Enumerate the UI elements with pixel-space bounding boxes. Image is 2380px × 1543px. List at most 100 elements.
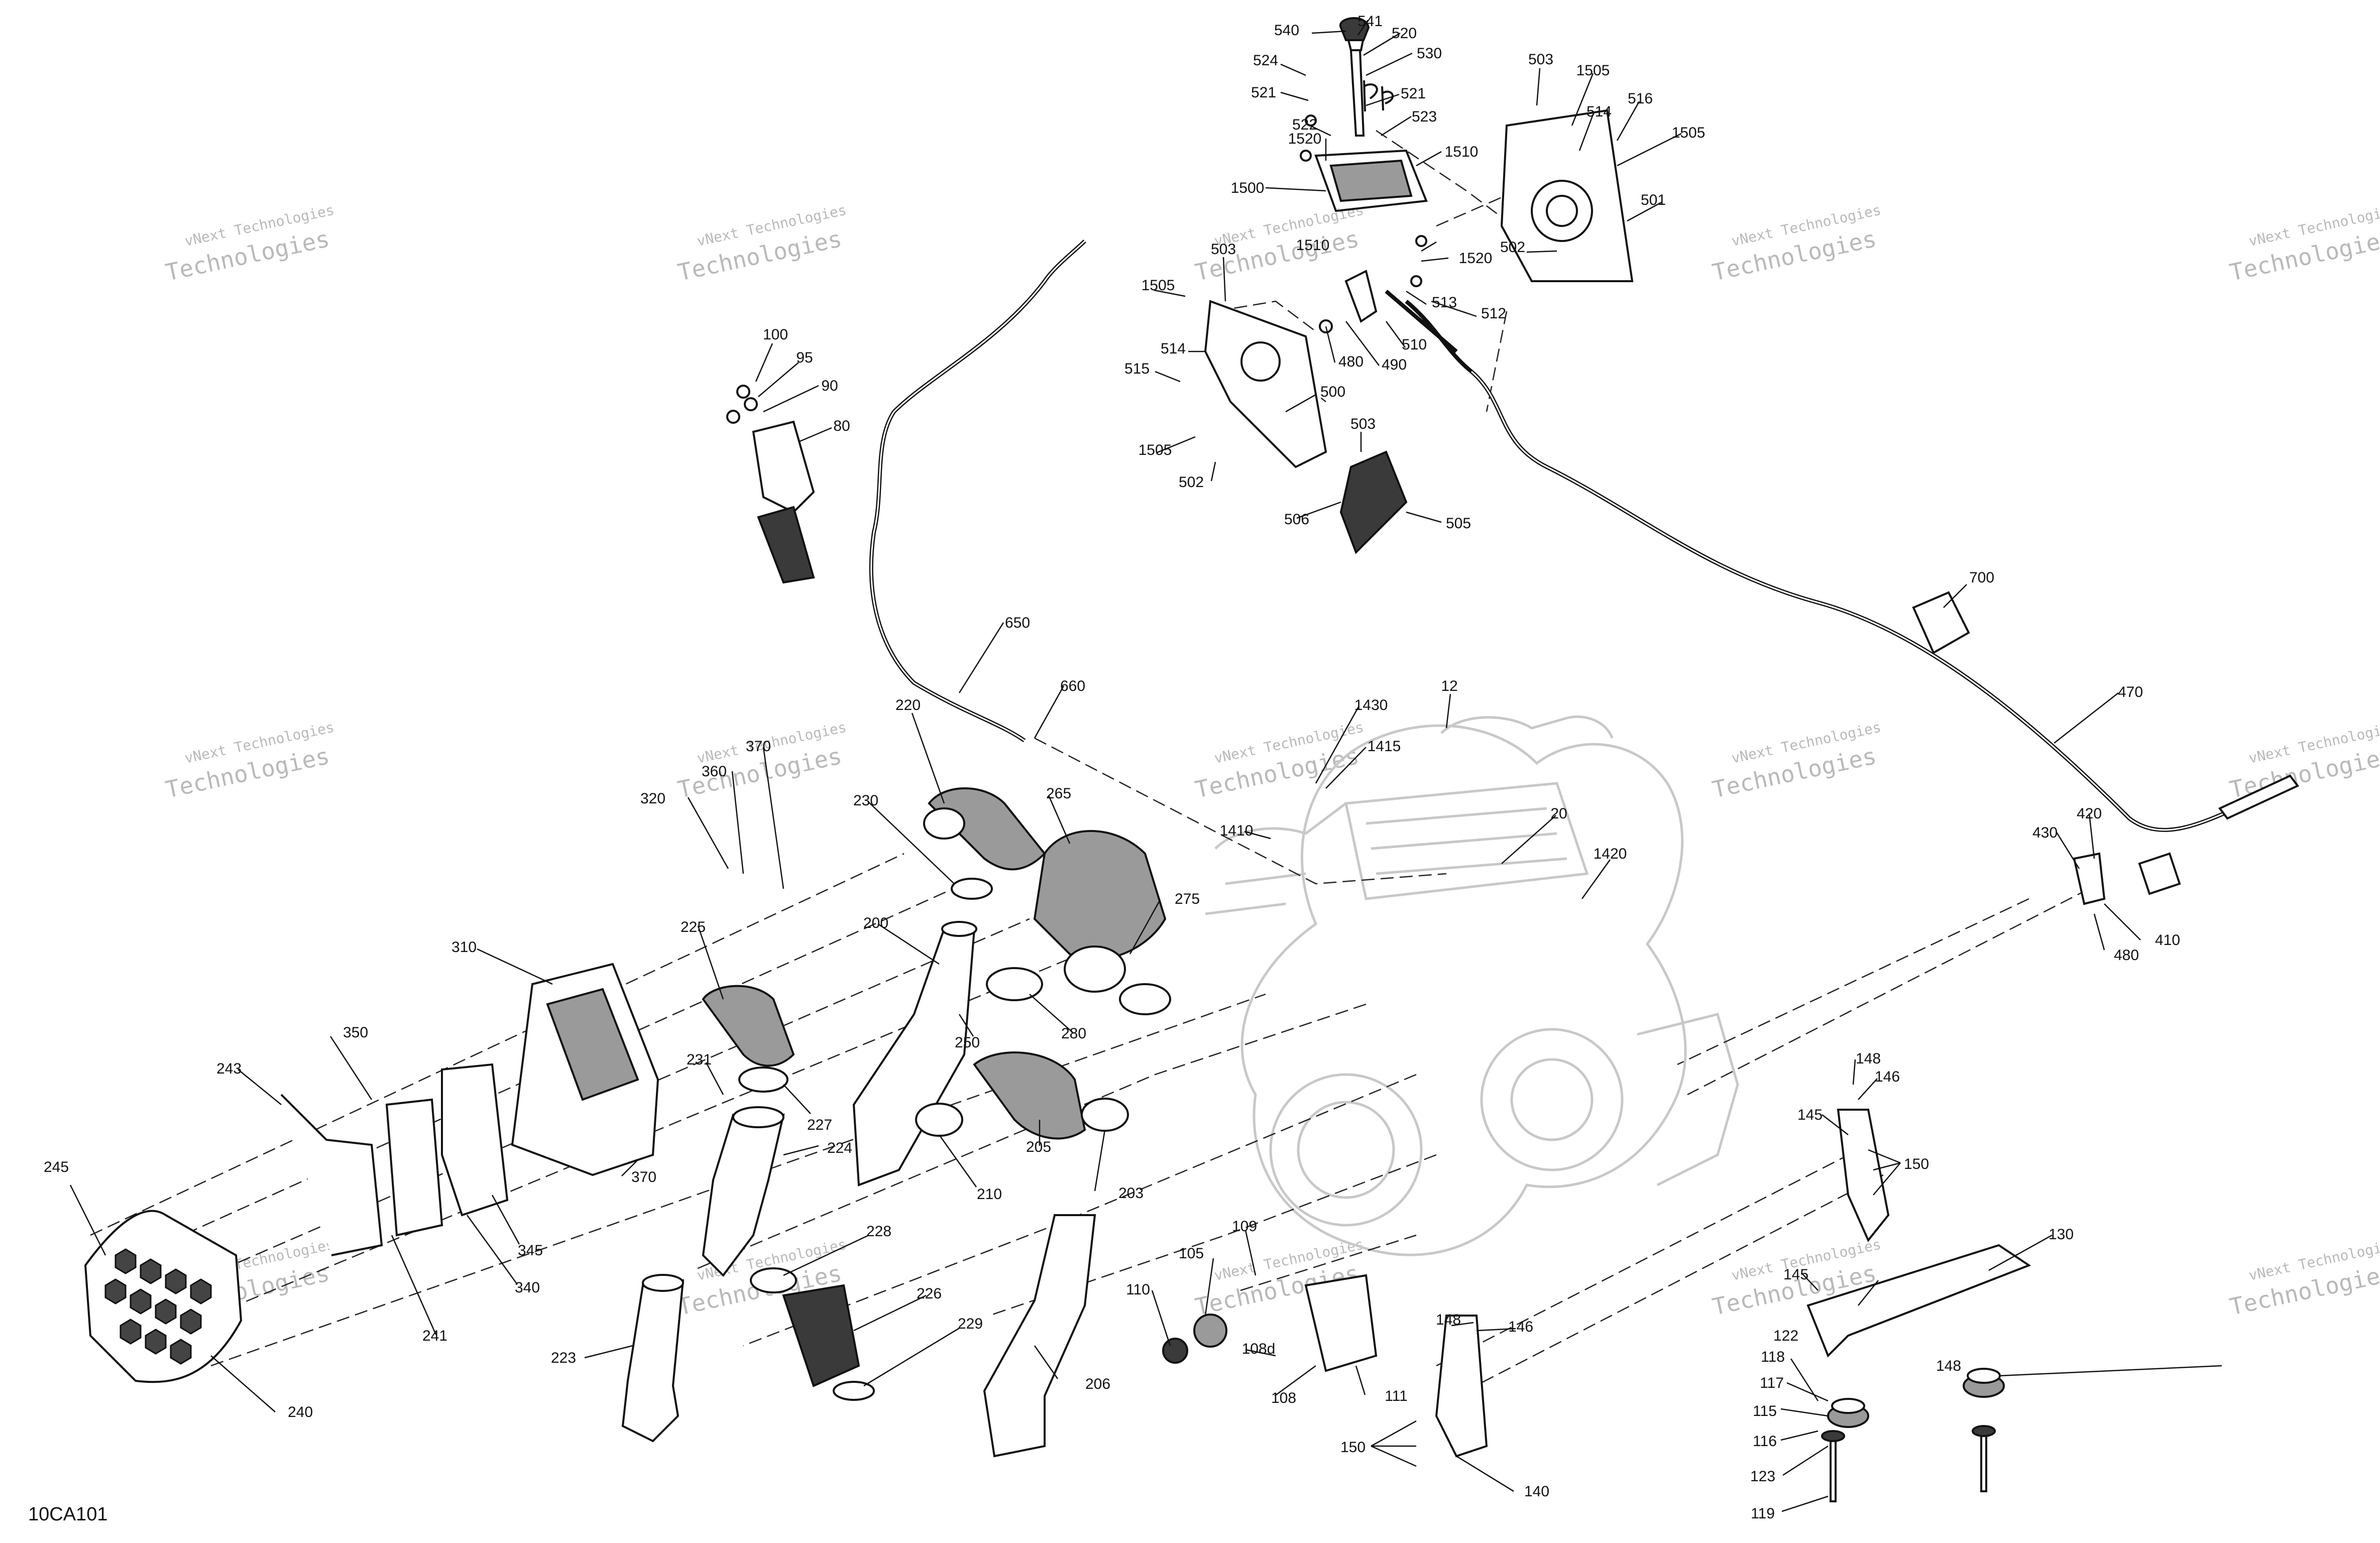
- callout: 220: [895, 697, 921, 714]
- callout: 231: [687, 1051, 712, 1068]
- callout: 80: [833, 418, 850, 434]
- callout: 503: [1528, 51, 1553, 68]
- callout: 700: [1969, 569, 1994, 586]
- watermark: vNext Technologies Technologies: [1710, 719, 1883, 803]
- callout: 1505: [1142, 277, 1175, 294]
- callout: 1505: [1672, 125, 1706, 141]
- callout: 146: [1508, 1319, 1533, 1335]
- callout: 1505: [1139, 442, 1172, 458]
- callout: 110: [1126, 1281, 1150, 1298]
- callout: 513: [1432, 294, 1457, 311]
- callout: 502: [1179, 474, 1204, 491]
- callout: 480: [1338, 353, 1364, 370]
- callout: 140: [1524, 1483, 1549, 1500]
- watermark: vNext Technologies Technologies: [675, 201, 848, 286]
- callout: 280: [1061, 1025, 1086, 1042]
- callout: 100: [763, 326, 788, 343]
- callout: 370: [631, 1169, 656, 1185]
- callout: 506: [1284, 511, 1309, 528]
- callout: 150: [1904, 1156, 1929, 1172]
- callout: 250: [955, 1034, 980, 1051]
- callout: 1415: [1368, 738, 1401, 755]
- watermark: vNext Technologies Technologies: [1710, 201, 1883, 286]
- callout: 1500: [1231, 180, 1265, 196]
- callout: 524: [1253, 52, 1278, 69]
- callout: 109: [1232, 1218, 1257, 1235]
- callout: 370: [746, 738, 771, 755]
- callout: 227: [807, 1117, 832, 1133]
- callout: 117: [1760, 1375, 1784, 1391]
- callout: 116: [1753, 1433, 1777, 1450]
- callout: 229: [958, 1316, 983, 1332]
- callout: 470: [2118, 684, 2143, 700]
- callout: 310: [451, 939, 477, 956]
- callout: 340: [515, 1279, 540, 1296]
- figure-reference: 10CA101: [28, 1504, 107, 1525]
- callout: 521: [1401, 85, 1426, 102]
- callout: 111: [1385, 1388, 1408, 1404]
- callout: 650: [1005, 615, 1030, 631]
- callout: 115: [1753, 1403, 1777, 1419]
- watermark: vNext Technologies Technologies: [675, 719, 848, 803]
- callout: 514: [1586, 103, 1612, 120]
- callout: 520: [1392, 25, 1417, 42]
- callout: 150: [1340, 1439, 1366, 1456]
- callout: 540: [1274, 22, 1299, 39]
- callout: 12: [1441, 678, 1457, 694]
- callout: 241: [422, 1328, 447, 1344]
- callout: 265: [1046, 785, 1071, 802]
- bracket-410: [2073, 852, 2181, 905]
- callout: 145: [1783, 1266, 1808, 1283]
- watermark: vNext Technologies Technologies: [163, 201, 336, 286]
- callout: 420: [2077, 805, 2102, 822]
- callout: 118: [1761, 1349, 1785, 1365]
- callout: 1510: [1445, 144, 1479, 160]
- callout: 521: [1251, 84, 1276, 101]
- shifter-assembly: [1204, 17, 1634, 554]
- callout: 530: [1417, 45, 1442, 62]
- callout: 660: [1060, 678, 1085, 694]
- callout: 541: [1357, 13, 1383, 30]
- callout: 210: [977, 1186, 1002, 1203]
- callout: 146: [1875, 1069, 1900, 1085]
- callout: 108: [1271, 1390, 1296, 1406]
- callout: 200: [863, 915, 888, 931]
- callout: 505: [1446, 515, 1471, 532]
- callout: 510: [1402, 336, 1427, 353]
- callout: 490: [1382, 357, 1407, 373]
- callout: 523: [1412, 108, 1437, 125]
- callout: 148: [1856, 1050, 1881, 1067]
- callout: 1520: [1459, 250, 1493, 267]
- callout: 480: [2114, 947, 2139, 964]
- callout: 345: [518, 1242, 543, 1259]
- engine-mounts: [1162, 1109, 2031, 1502]
- callout: 243: [216, 1060, 242, 1077]
- callout: 514: [1161, 340, 1186, 357]
- callout: 95: [796, 349, 813, 366]
- callout: 275: [1175, 891, 1200, 907]
- shift-cable: [1470, 370, 2300, 832]
- callout: 503: [1211, 241, 1236, 258]
- callout: 230: [853, 792, 878, 809]
- callout: 522: [1292, 116, 1317, 133]
- callout: 203: [1118, 1185, 1144, 1202]
- callout: 130: [2049, 1226, 2074, 1243]
- callout: 1430: [1354, 697, 1388, 714]
- callout: 122: [1773, 1328, 1798, 1344]
- callout: 1410: [1220, 822, 1254, 839]
- cable-650: [869, 240, 1086, 743]
- pedal-assembly: [726, 385, 815, 584]
- callout: 410: [2155, 932, 2180, 948]
- callout: 320: [640, 790, 665, 807]
- callout: 512: [1481, 305, 1506, 322]
- watermark: vNext Technologies Technologies: [2227, 1236, 2380, 1320]
- callout: 20: [1550, 805, 1567, 822]
- intake-parts: [84, 787, 1171, 1458]
- callout: 228: [866, 1223, 891, 1240]
- handwritten-mark: [1363, 80, 1394, 112]
- callout: 240: [288, 1404, 313, 1420]
- callout: 501: [1641, 192, 1666, 208]
- engine-outline: [1205, 715, 1739, 1256]
- callout: 108d: [1242, 1341, 1276, 1357]
